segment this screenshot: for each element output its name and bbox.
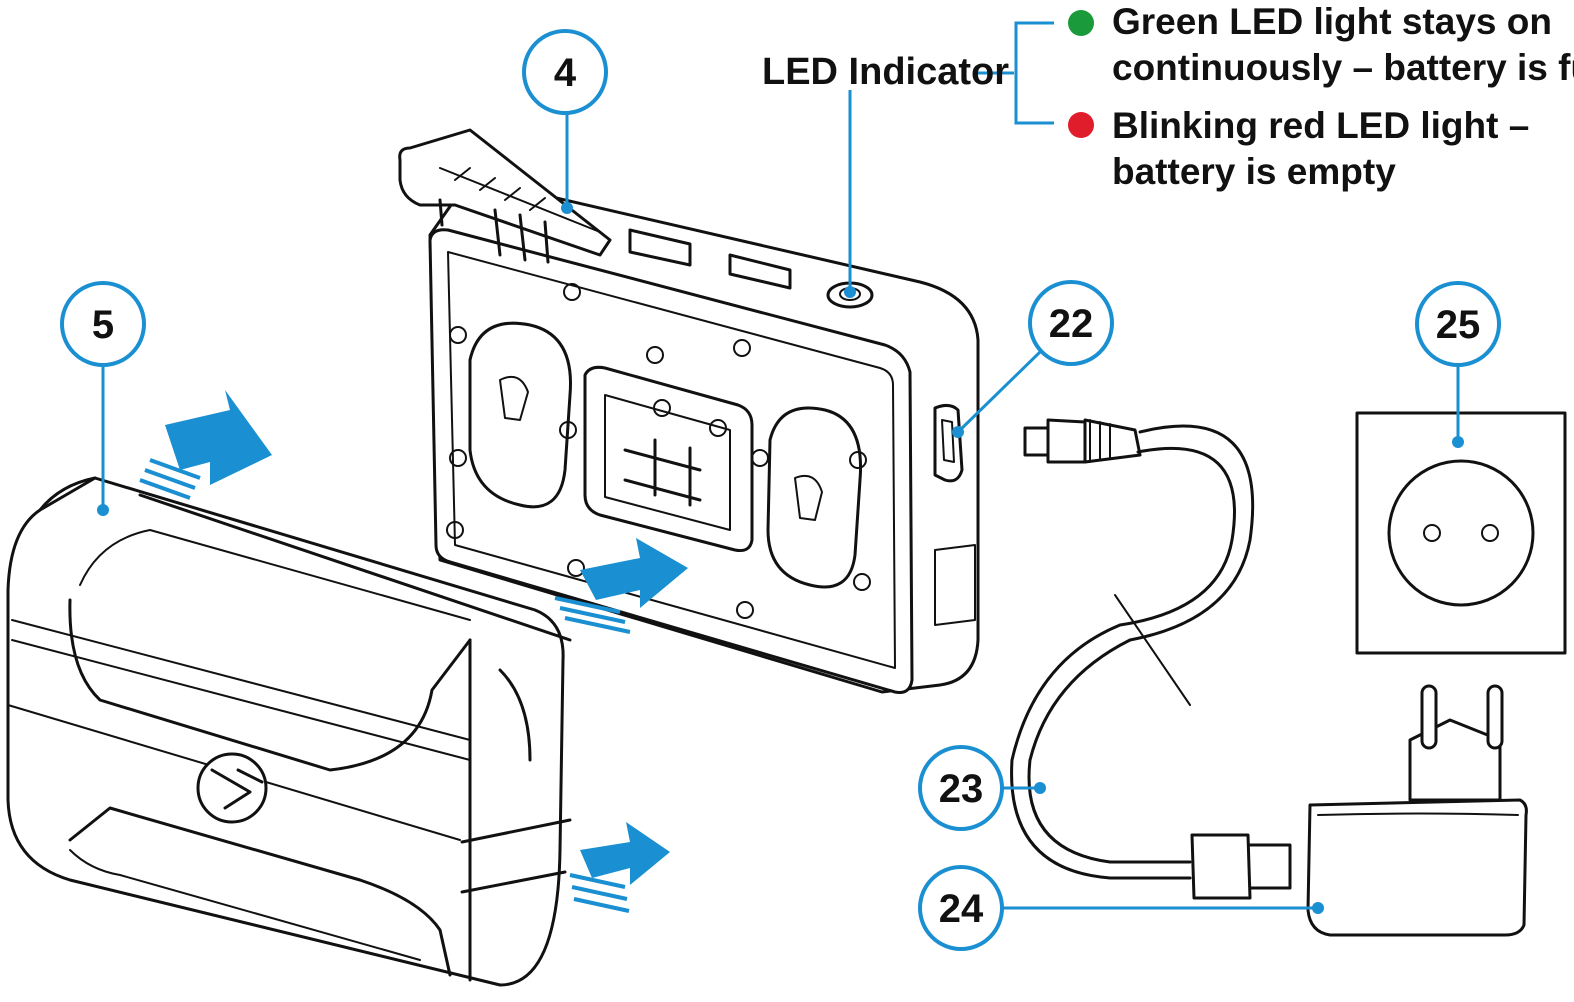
insert-arrows	[139, 390, 688, 913]
callout-23: 23	[918, 745, 1004, 831]
callout-22: 22	[1028, 280, 1114, 366]
callout-25-label: 25	[1436, 303, 1481, 347]
callout-25: 25	[1415, 281, 1501, 367]
callout-24-label: 24	[939, 887, 984, 931]
usb-cable	[1010, 418, 1292, 900]
battery-pack	[6, 476, 572, 987]
callout-4: 4	[522, 29, 608, 115]
red-led-text-line1: Blinking red LED light –	[1112, 105, 1529, 146]
callout-4-label: 4	[554, 51, 577, 95]
led-legend: LED Indicator Green LED light stays on c…	[762, 1, 1574, 192]
power-adapter	[1306, 684, 1528, 937]
callout-5-label: 5	[92, 303, 114, 347]
callout-leaders	[97, 21, 1464, 914]
callout-5: 5	[60, 281, 146, 367]
red-led-text-line2: battery is empty	[1112, 151, 1396, 192]
wall-socket	[1355, 411, 1567, 655]
callout-23-label: 23	[939, 767, 984, 811]
led-indicator-label: LED Indicator	[762, 51, 1009, 93]
callout-24: 24	[918, 865, 1004, 951]
callout-22-label: 22	[1049, 302, 1094, 346]
red-led-icon	[1068, 112, 1094, 138]
green-led-icon	[1068, 10, 1094, 36]
charger-device	[398, 128, 980, 694]
green-led-text-line2: continuously – battery is full	[1112, 47, 1574, 88]
green-led-text-line1: Green LED light stays on	[1112, 1, 1552, 42]
